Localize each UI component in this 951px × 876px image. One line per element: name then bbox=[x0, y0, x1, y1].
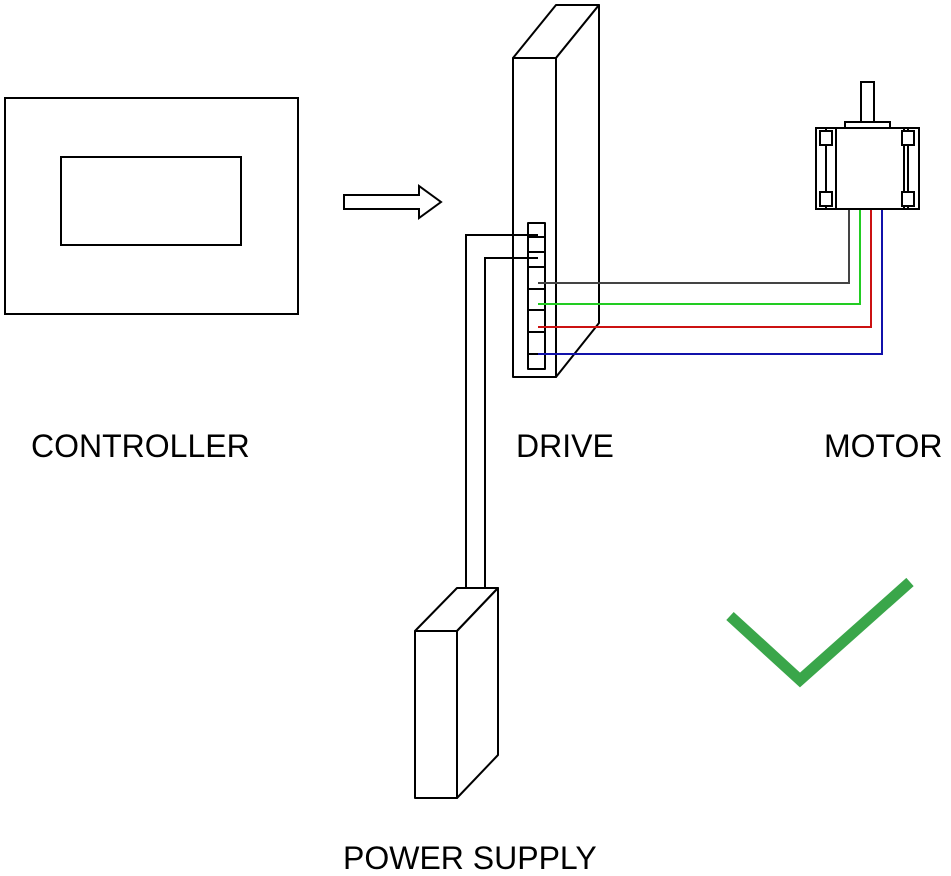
controller-body bbox=[4, 97, 299, 315]
drive-terminal-block bbox=[527, 222, 546, 370]
controller-unit bbox=[4, 97, 299, 315]
drive-side-face bbox=[555, 4, 600, 378]
power-supply-front-face bbox=[414, 630, 458, 799]
motor-shaft bbox=[860, 81, 875, 123]
power-wires bbox=[465, 234, 538, 588]
motor-label: MOTOR bbox=[824, 428, 943, 464]
checkmark-icon bbox=[726, 577, 914, 688]
wire-green bbox=[538, 210, 861, 305]
motor-unit bbox=[815, 81, 920, 210]
controller-label: CONTROLLER bbox=[31, 428, 250, 464]
power-supply-label: POWER SUPPLY bbox=[343, 840, 597, 876]
power-supply-unit bbox=[414, 587, 499, 799]
motor-wires bbox=[538, 210, 883, 355]
drive-front-face bbox=[512, 57, 557, 378]
wire-red bbox=[538, 210, 872, 328]
wire-blue bbox=[538, 210, 883, 355]
drive-label: DRIVE bbox=[516, 428, 614, 464]
motor-core bbox=[835, 127, 905, 210]
controller-screen bbox=[60, 156, 242, 246]
right-arrow-icon bbox=[343, 184, 443, 220]
wire-black bbox=[538, 210, 850, 284]
drive-unit bbox=[512, 4, 600, 378]
